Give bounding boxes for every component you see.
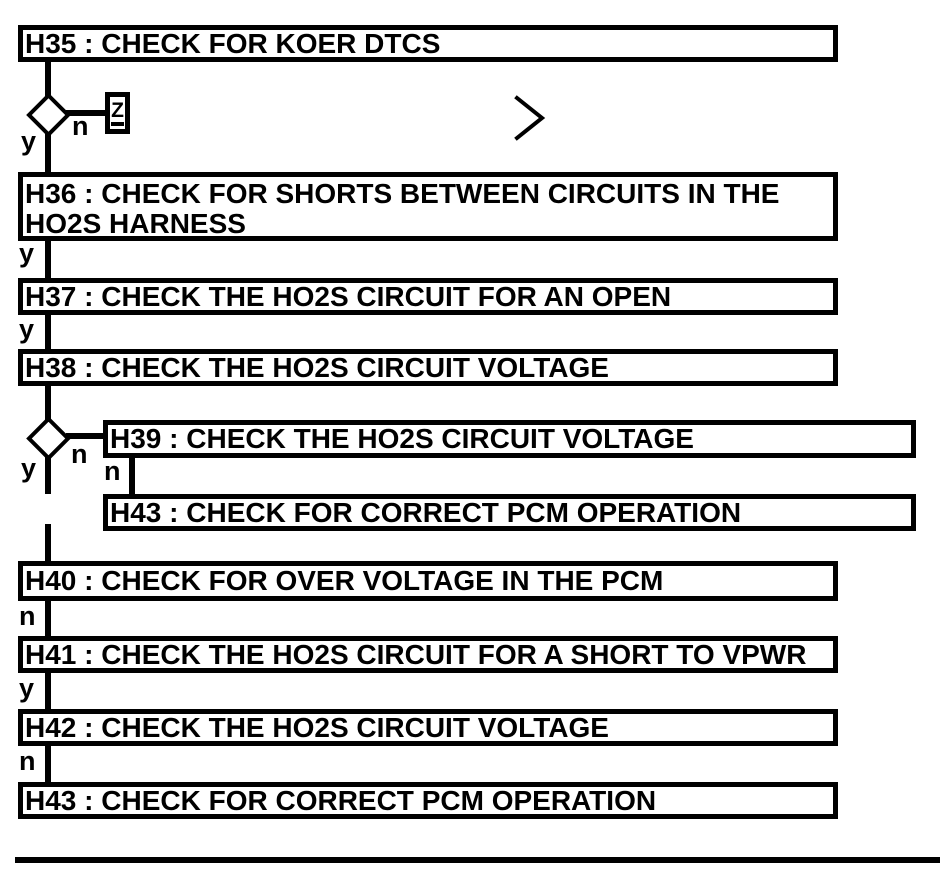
step-label-h43: H43 : CHECK FOR CORRECT PCM OPERATION	[25, 784, 657, 816]
step-box-h36: H36 : CHECK FOR SHORTS BETWEEN CIRCUITS …	[18, 172, 838, 241]
step-box-h43: H43 : CHECK FOR CORRECT PCM OPERATION	[18, 782, 838, 819]
branch-label-no: n	[19, 601, 36, 631]
connector-line	[45, 672, 51, 710]
step-label-h41: H41 : CHECK THE HO2S CIRCUIT FOR A SHORT…	[25, 638, 807, 670]
step-label-h43-branch: H43 : CHECK FOR CORRECT PCM OPERATION	[110, 496, 742, 528]
connector-line	[45, 524, 51, 562]
connector-line	[45, 62, 51, 98]
branch-label-yes: y	[19, 314, 35, 344]
branch-label-no: n	[19, 746, 36, 776]
bottom-rule	[15, 857, 940, 863]
step-label-h35: H35 : CHECK FOR KOER DTCS	[25, 27, 441, 59]
offpage-connector-z-underline	[111, 122, 124, 126]
step-label-h36-line1: H36 : CHECK FOR SHORTS BETWEEN CIRCUITS …	[25, 178, 780, 209]
branch-label-no: n	[104, 456, 121, 486]
step-box-h35: H35 : CHECK FOR KOER DTCS	[18, 25, 838, 62]
connector-line	[45, 456, 51, 494]
branch-label-no: n	[71, 439, 88, 469]
connector-line	[45, 385, 51, 422]
step-label-h42: H42 : CHECK THE HO2S CIRCUIT VOLTAGE	[25, 711, 609, 743]
connector-line	[66, 433, 104, 439]
step-box-h40: H40 : CHECK FOR OVER VOLTAGE IN THE PCM	[18, 561, 838, 601]
step-label-h38: H38 : CHECK THE HO2S CIRCUIT VOLTAGE	[25, 351, 609, 383]
step-label-h39: H39 : CHECK THE HO2S CIRCUIT VOLTAGE	[110, 423, 694, 454]
branch-label-yes: y	[21, 453, 37, 483]
connector-line	[45, 314, 51, 351]
step-box-h37: H37 : CHECK THE HO2S CIRCUIT FOR AN OPEN	[18, 278, 838, 315]
connector-line	[45, 600, 51, 637]
branch-label-yes: y	[19, 238, 35, 268]
connector-line	[45, 132, 51, 174]
connector-line	[45, 745, 51, 783]
branch-label-yes: y	[19, 673, 35, 703]
step-label-h40: H40 : CHECK FOR OVER VOLTAGE IN THE PCM	[25, 565, 664, 596]
branch-label-yes: y	[21, 126, 37, 156]
step-label-h36-line2: HO2S HARNESS	[25, 208, 246, 239]
step-label-h37: H37 : CHECK THE HO2S CIRCUIT FOR AN OPEN	[25, 280, 672, 312]
step-box-h43-branch: H43 : CHECK FOR CORRECT PCM OPERATION	[103, 494, 916, 531]
connector-line	[129, 457, 135, 495]
offpage-connector-z-label: Z	[111, 99, 124, 122]
step-box-h39: H39 : CHECK THE HO2S CIRCUIT VOLTAGE	[103, 420, 916, 458]
branch-label-no: n	[72, 111, 89, 141]
step-box-h38: H38 : CHECK THE HO2S CIRCUIT VOLTAGE	[18, 349, 838, 386]
chevron-right-icon	[514, 95, 546, 141]
connector-line	[45, 240, 51, 280]
step-box-h42: H42 : CHECK THE HO2S CIRCUIT VOLTAGE	[18, 709, 838, 746]
step-box-h41: H41 : CHECK THE HO2S CIRCUIT FOR A SHORT…	[18, 636, 838, 673]
offpage-connector-z: Z	[105, 92, 130, 134]
connector-line	[66, 110, 106, 116]
